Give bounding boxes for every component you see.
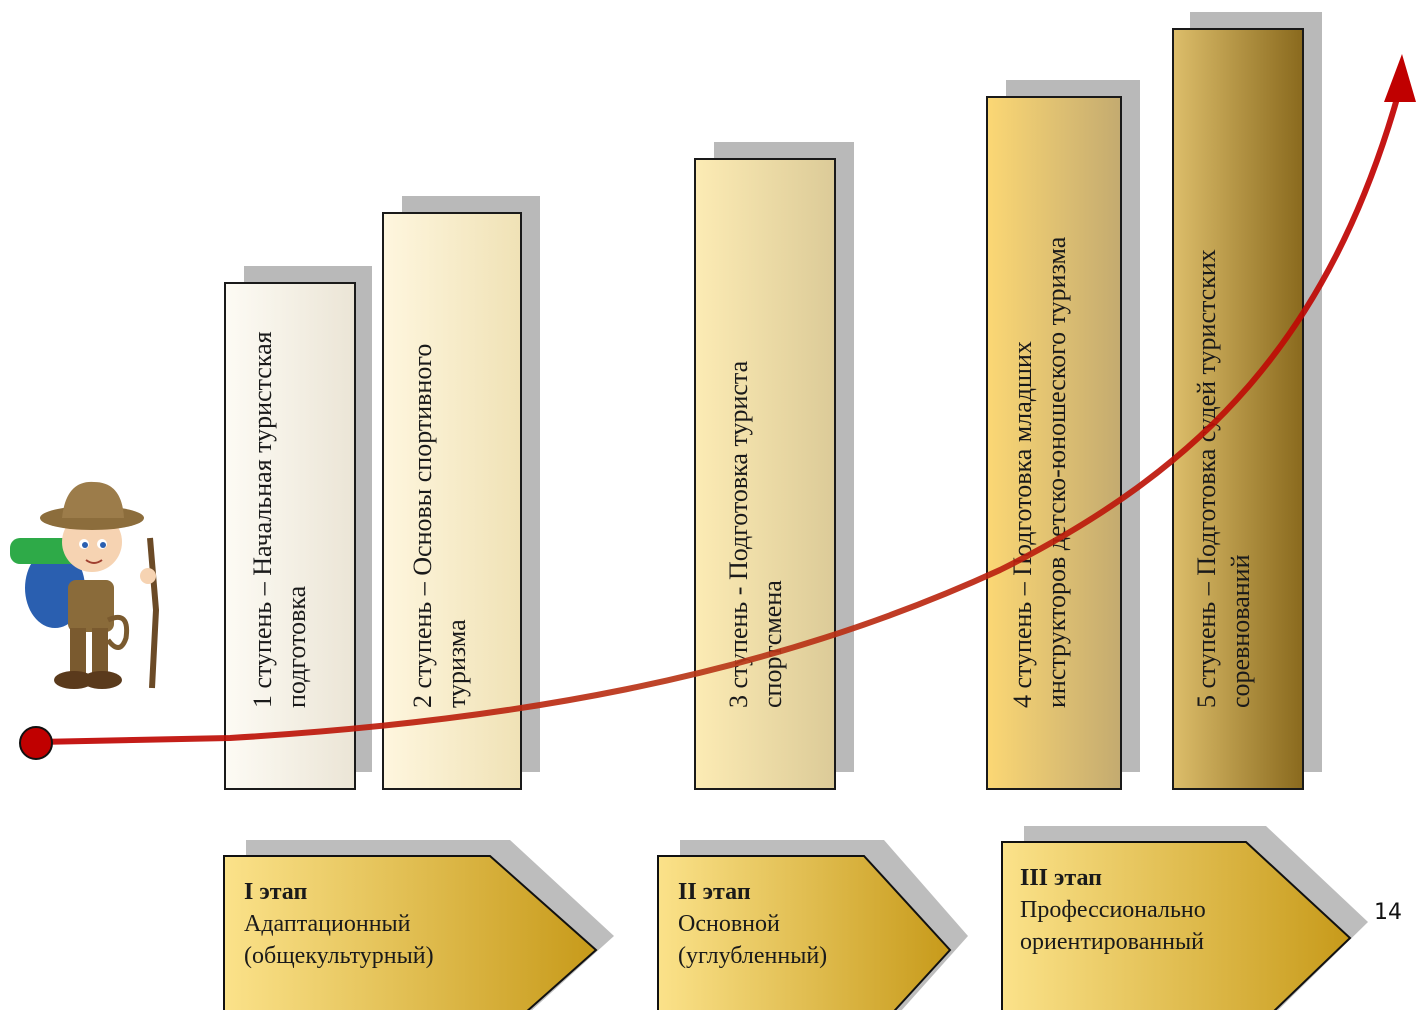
step-bar-3: 3 ступень - Подготовка туриста спортсмен… — [694, 142, 854, 790]
stage-2-line-2: (углубленный) — [678, 943, 828, 969]
curve-arrowhead — [1384, 54, 1416, 102]
stage-1-line-2: (общекультурный) — [244, 943, 434, 969]
step-text-2: 2 ступень – Основы спортивного туризма — [406, 344, 474, 708]
start-dot — [19, 726, 53, 760]
step-3-line-1: 3 ступень - Подготовка туриста — [724, 360, 753, 708]
step-4-line-1: 4 ступень – Подготовка младших — [1008, 341, 1037, 708]
hiker-illustration — [10, 481, 160, 689]
step-bar-2: 2 ступень – Основы спортивного туризма — [382, 196, 540, 790]
stage-arrow-3: III этап Профессионально ориентированный — [1001, 826, 1382, 1010]
stage-3-line-2: ориентированный — [1020, 929, 1204, 955]
step-3-line-2: спортсмена — [758, 580, 787, 708]
step-text-4: 4 ступень – Подготовка младших инструкто… — [1006, 237, 1074, 708]
stage-arrow-1: I этап Адаптационный (общекультурный) — [223, 840, 624, 1010]
step-5-line-1: 5 ступень – Подготовка судей туристских — [1192, 249, 1221, 708]
step-text-3: 3 ступень - Подготовка туриста спортсмен… — [722, 361, 790, 708]
stage-1-title: I этап — [244, 879, 308, 905]
step-1-line-2: подготовка — [282, 585, 311, 708]
step-bar-1: 1 ступень – Начальная туристская подгото… — [224, 266, 372, 790]
step-1-line-1: 1 ступень – Начальная туристская — [248, 331, 277, 708]
step-text-1: 1 ступень – Начальная туристская подгото… — [246, 331, 314, 708]
step-5-line-2: соревнований — [1226, 554, 1255, 709]
step-bar-5: 5 ступень – Подготовка судей туристских … — [1172, 12, 1322, 790]
stage-2-title: II этап — [678, 879, 751, 905]
step-2-line-2: туризма — [442, 619, 471, 708]
step-bar-4: 4 ступень – Подготовка младших инструкто… — [986, 80, 1140, 790]
stage-arrow-2: II этап Основной (углубленный) — [657, 840, 978, 1010]
step-text-5: 5 ступень – Подготовка судей туристских … — [1190, 249, 1258, 708]
step-2-line-1: 2 ступень – Основы спортивного — [408, 343, 437, 708]
stage-2-line-1: Основной — [678, 911, 780, 937]
step-4-line-2: инструкторов детско-юношеского туризма — [1042, 236, 1071, 708]
page-number: 14 — [1374, 900, 1402, 925]
stage-3-title: III этап — [1020, 865, 1102, 891]
stage-3-line-1: Профессионально — [1020, 897, 1206, 923]
stage-1-line-1: Адаптационный — [244, 911, 411, 937]
